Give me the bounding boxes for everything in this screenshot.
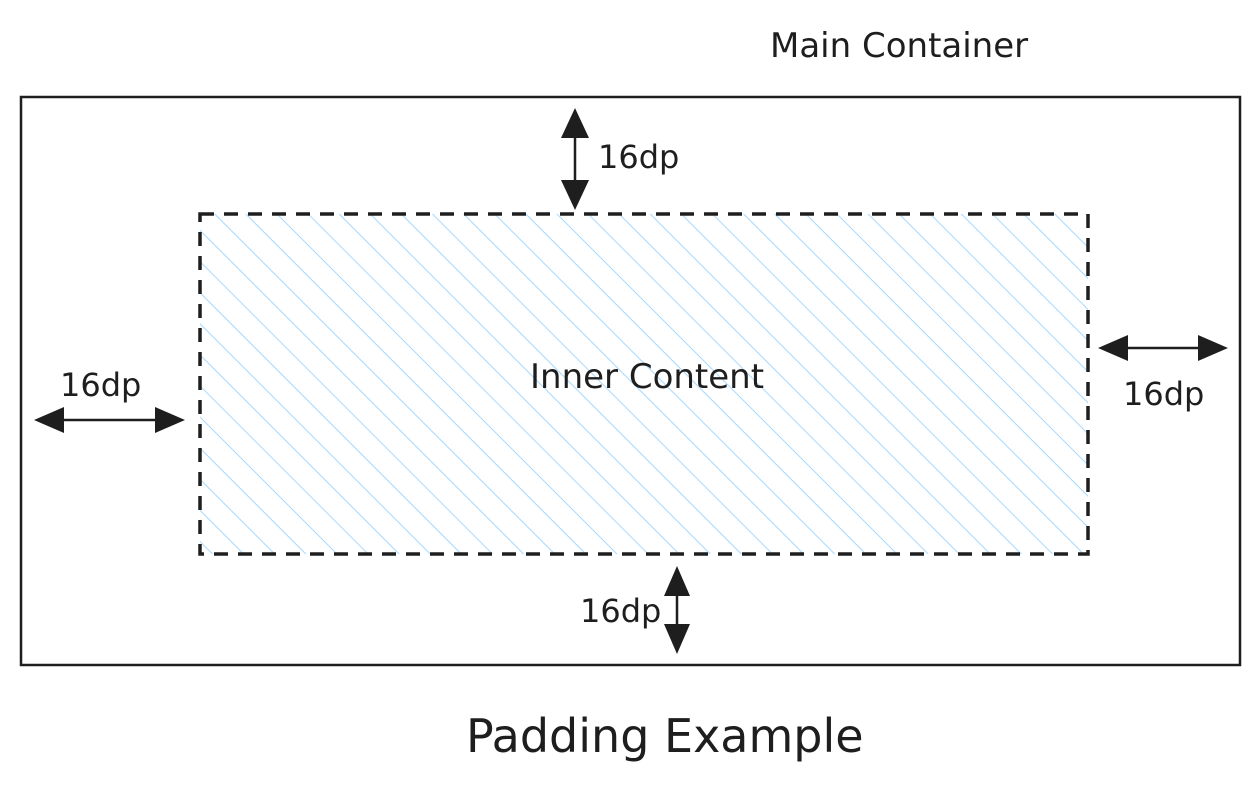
left-padding-label: 16dp: [60, 366, 141, 404]
right-padding-arrow-icon: [1098, 335, 1228, 361]
main-container-box: [19, 95, 1242, 667]
diagram-caption: Padding Example: [466, 709, 864, 763]
inner-content-hatch: [200, 214, 1088, 554]
bottom-padding-arrow-icon: [664, 566, 690, 654]
top-padding-arrow-icon: [561, 108, 589, 210]
bottom-padding-label: 16dp: [580, 592, 661, 630]
inner-content-label: Inner Content: [530, 357, 764, 397]
inner-content-box: [198, 212, 1090, 556]
main-container-label: Main Container: [770, 26, 1028, 66]
top-padding-label: 16dp: [598, 138, 679, 176]
left-padding-arrow-icon: [34, 407, 185, 433]
right-padding-label: 16dp: [1123, 375, 1204, 413]
